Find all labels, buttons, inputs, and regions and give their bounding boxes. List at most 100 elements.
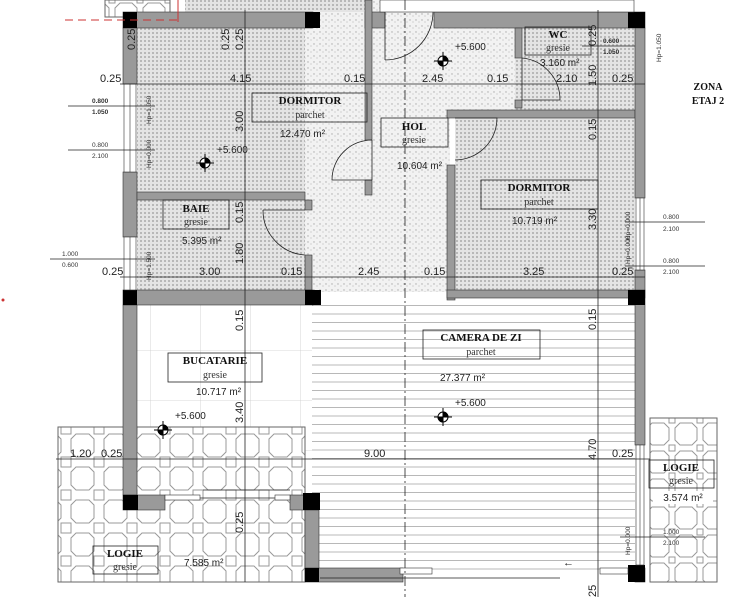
room-floor: gresie — [184, 217, 208, 228]
dim: 25 — [587, 585, 599, 597]
room-hol: HOL gresie 10.604 m² +5.600 — [380, 42, 486, 172]
dim: 2.45 — [422, 73, 443, 85]
window-hp: Hp=0.000 — [625, 526, 632, 555]
dimension-row-2: 0.25 3.00 0.15 2.45 0.15 3.25 0.25 — [102, 266, 633, 278]
room-logie-left: LOGIE gresie 7.585 m² — [92, 545, 224, 575]
room-area: 10.719 m² — [512, 216, 558, 227]
dim: 4.15 — [230, 73, 251, 85]
dim: 0.25 — [234, 29, 246, 50]
zone-title: ZONA ETAJ 2 — [692, 82, 724, 107]
dim: 0.15 — [234, 310, 246, 331]
walls — [122, 0, 646, 583]
window-height: 2.100 — [663, 540, 680, 547]
window-width: 1.000 — [663, 529, 680, 536]
window-width: 0.800 — [663, 214, 680, 221]
dim: 3.00 — [199, 266, 220, 278]
dimension-row-3: 1.20 0.25 9.00 0.25 — [70, 448, 633, 460]
window-hp: Hp=0.000 — [146, 139, 153, 168]
window-height: 1.050 — [92, 109, 109, 116]
floor-logie-left — [57, 426, 306, 583]
window-hp: Hp=0.000 — [625, 211, 632, 240]
dim: 0.25 — [220, 29, 232, 50]
dimension-left-vertical: 0.25 0.25 0.25 3.00 0.15 1.80 0.15 3.40 … — [126, 29, 246, 533]
level-marker-icon — [154, 421, 172, 439]
dim: 0.25 — [612, 448, 633, 460]
room-area: 3.160 m² — [540, 58, 580, 69]
floor-baie — [137, 200, 305, 290]
room-floor: parchet — [524, 197, 554, 208]
zone-title-line2: ETAJ 2 — [692, 96, 724, 107]
level-marker-icon — [434, 52, 452, 70]
room-name: CAMERA DE ZI — [440, 332, 521, 344]
window-hp: Hp=1.500 — [146, 251, 153, 280]
window-width: 0.800 — [92, 98, 109, 105]
room-floor: parchet — [466, 347, 496, 358]
room-wc: WC gresie 3.160 m² — [524, 26, 592, 69]
room-area: 10.717 m² — [196, 387, 242, 398]
dim: 0.25 — [126, 29, 138, 50]
window-hp: Hp=1.050 — [146, 95, 153, 124]
dim: 0.15 — [424, 266, 445, 278]
dimension-row-1: 0.25 4.15 0.15 2.45 0.15 2.10 0.25 — [100, 73, 633, 85]
level-marker-icon — [434, 408, 452, 426]
arrow-left-icon: ← — [563, 557, 574, 569]
window-hp: Hp=1.050 — [656, 33, 663, 62]
room-dormitor-2: DORMITOR parchet 10.719 m² — [480, 179, 599, 227]
level-mark: +5.600 — [455, 42, 486, 53]
room-name: BAIE — [183, 203, 210, 215]
level-marker-icons — [154, 52, 452, 439]
dimension-right-vertical: 0.25 1.50 0.15 3.30 0.15 4.70 25 — [587, 25, 599, 597]
floor-camera-de-zi — [312, 305, 635, 570]
room-logie-right: LOGIE gresie 3.574 m² — [648, 459, 715, 504]
dim: 0.15 — [344, 73, 365, 85]
room-area: 3.574 m² — [663, 493, 703, 504]
room-floor: gresie — [113, 562, 137, 573]
room-area: 5.395 m² — [182, 236, 222, 247]
floor-wc — [515, 28, 635, 110]
dim: 1.80 — [234, 243, 246, 264]
dim: 0.15 — [587, 119, 599, 140]
floor-dormitor-2 — [455, 118, 635, 290]
room-area: 12.470 m² — [280, 129, 326, 140]
room-baie: BAIE gresie 5.395 m² — [162, 199, 230, 247]
dim: 1.50 — [587, 65, 599, 86]
room-name: LOGIE — [663, 462, 699, 474]
level-mark: +5.600 — [455, 398, 486, 409]
level-mark: +5.600 — [175, 411, 206, 422]
dim: 1.20 — [70, 448, 91, 460]
dim: 4.70 — [587, 439, 599, 460]
window-width: 1.000 — [62, 251, 79, 258]
room-floor: gresie — [669, 476, 693, 487]
room-floor: gresie — [203, 370, 227, 381]
doors — [165, 11, 561, 579]
dim: 0.25 — [612, 266, 633, 278]
dim: 2.45 — [358, 266, 379, 278]
dim: 0.15 — [487, 73, 508, 85]
window-width: 0.600 — [603, 38, 620, 45]
room-area: 27.377 m² — [440, 373, 486, 384]
window-hp: Hp=0.000 — [625, 235, 632, 264]
marker-dot — [1, 298, 5, 302]
dim: 3.00 — [234, 111, 246, 132]
dim: 0.25 — [234, 512, 246, 533]
level-marker-icon — [196, 154, 214, 172]
room-name: BUCATARIE — [183, 355, 247, 367]
room-area: 7.585 m² — [184, 558, 224, 569]
dim: 0.25 — [100, 73, 121, 85]
window-height: 2.100 — [663, 226, 680, 233]
room-floor: parchet — [295, 110, 325, 121]
window-height: 2.100 — [663, 269, 680, 276]
window-width: 0.800 — [663, 258, 680, 265]
dim: 9.00 — [364, 448, 385, 460]
room-name: WC — [549, 29, 568, 41]
room-name: DORMITOR — [279, 95, 343, 107]
floor-top-strip — [185, 0, 365, 12]
floor-hol-upper — [372, 28, 515, 118]
dim: 0.15 — [281, 266, 302, 278]
dim: 0.25 — [612, 73, 633, 85]
room-name: DORMITOR — [508, 182, 572, 194]
window-height: 1.050 — [603, 49, 620, 56]
zone-title-line1: ZONA — [694, 82, 724, 93]
room-floor: gresie — [546, 43, 570, 54]
